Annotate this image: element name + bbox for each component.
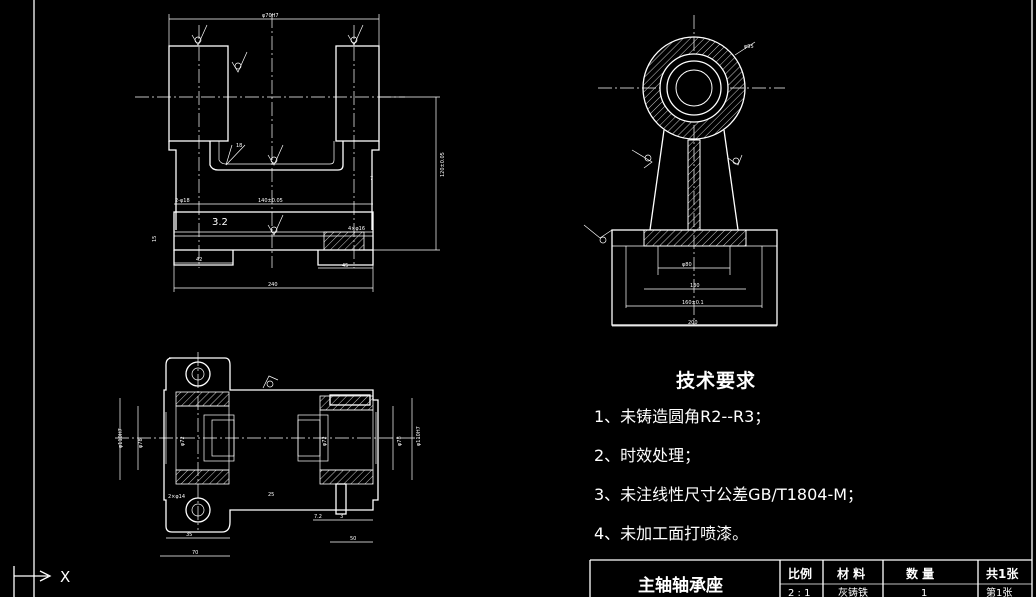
material-label: 材 料	[836, 566, 865, 581]
top-bottom-left-dim-2: 70	[192, 550, 198, 556]
front-top-dim: φ70H7	[262, 13, 279, 19]
scale-label: 比例	[788, 566, 812, 581]
front-inner-dim: 18	[236, 143, 242, 149]
part-name: 主轴轴承座	[638, 575, 723, 596]
side-dim1: 130	[690, 283, 700, 289]
top-right-dim-2: φ78	[397, 436, 403, 446]
tech-req-title: 技术要求	[676, 369, 756, 392]
front-right-dim: 120±0.05	[440, 152, 446, 177]
front-mid-left-dim: 2-φ18	[175, 198, 190, 204]
top-left-dim-2: φ78	[138, 438, 144, 448]
side-base-inner: φ80	[682, 262, 692, 268]
side-dim2: 160±0.1	[682, 300, 704, 306]
top-view: φ110H7 φ78 φ72 φ72 φ78 φ110H7 2×φ14 25 3…	[115, 352, 422, 557]
front-right-small-dim: 4×φ16	[348, 226, 365, 232]
top-angle-dim: 25	[268, 492, 274, 498]
tech-req-item-2: 2、时效处理；	[594, 446, 700, 465]
quantity-label: 数 量	[906, 566, 934, 581]
front-roughness: 3.2	[212, 217, 228, 228]
material-value: 灰铸铁	[838, 586, 868, 597]
top-bottom-right-dim-1: 7.2	[314, 514, 322, 520]
tech-req-item-1: 1、未铸造圆角R2--R3；	[594, 407, 770, 426]
tech-req-item-4: 4、未加工面打喷漆。	[594, 524, 748, 543]
scale-value: 2 : 1	[788, 588, 810, 597]
front-left-small-dim: 15	[152, 236, 158, 242]
side-view: φ95 φ80 130 160±0.1 200	[583, 15, 785, 327]
top-bottom-right-dim-2: 3	[340, 514, 343, 520]
sheets-label: 共1张	[986, 566, 1019, 581]
front-bottom-left-dim: 42	[196, 257, 202, 263]
front-overall-width: 240	[268, 282, 278, 288]
top-right-dim-3: φ110H7	[416, 426, 422, 446]
quantity-value: 1	[921, 588, 927, 597]
side-dim3: 200	[688, 320, 698, 326]
top-hole-dim: 2×φ14	[168, 494, 185, 500]
ucs-icon: X	[13, 566, 70, 597]
ucs-x-label: X	[60, 568, 70, 586]
front-view: φ70H7 120±0.05 18 2-φ18 140±0.05 3.2 15 …	[135, 13, 446, 292]
top-left-dim-3: φ72	[180, 436, 186, 446]
top-left-dim-1: φ110H7	[118, 428, 124, 448]
top-right-dim-1: φ72	[322, 436, 328, 446]
side-circle-dim: φ95	[744, 44, 754, 50]
top-bottom-right-dim-3: 50	[350, 536, 356, 542]
title-block: 主轴轴承座 比例 材 料 数 量 共1张 2 : 1 灰铸铁 1 第1张	[589, 559, 1032, 597]
front-bottom-right-dim: 45	[342, 263, 348, 269]
tech-req-item-3: 3、未注线性尺寸公差GB/T1804-M；	[594, 485, 863, 504]
top-bottom-left-dim-1: 35	[186, 532, 192, 538]
sheet-label: 第1张	[986, 586, 1012, 597]
technical-requirements: 技术要求 1、未铸造圆角R2--R3； 2、时效处理； 3、未注线性尺寸公差GB…	[594, 369, 863, 543]
drawing-border	[33, 0, 1033, 597]
front-mid-dim: 140±0.05	[258, 198, 283, 204]
front-side-dim: 7	[370, 176, 373, 182]
